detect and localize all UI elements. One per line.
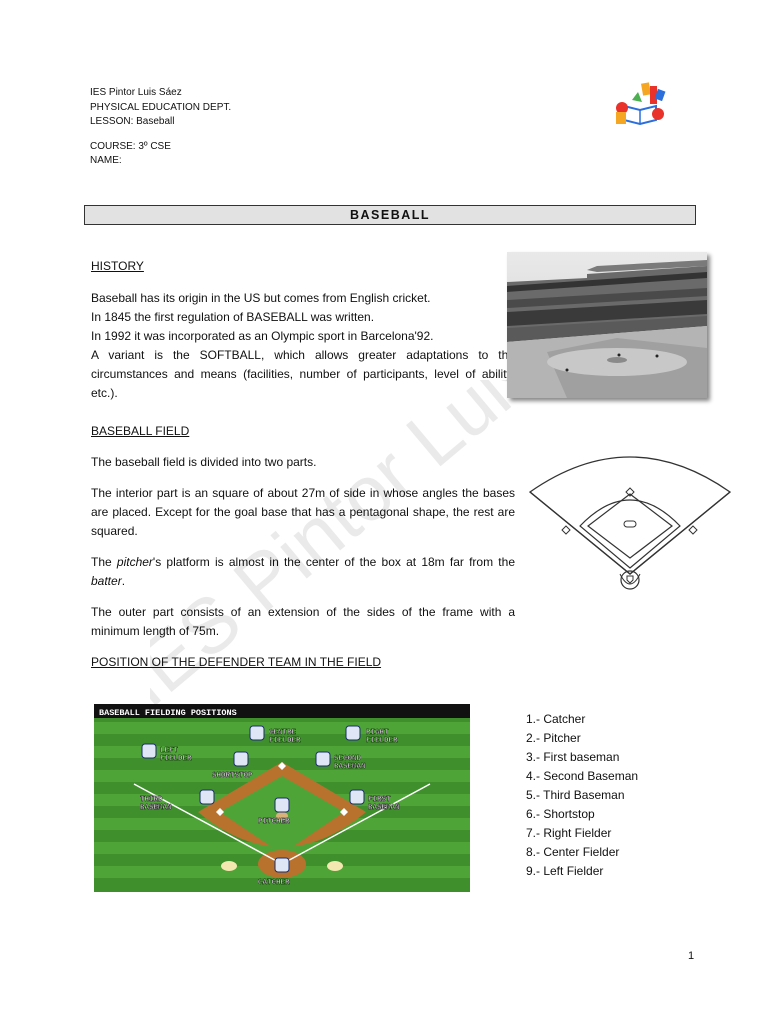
list-item: 5.- Third Baseman [526, 788, 625, 802]
history-text: Baseball has its origin in the US but co… [91, 289, 515, 403]
field-p3-c: . [121, 574, 126, 588]
field-heading: BASEBALL FIELD [91, 424, 190, 438]
label-catcher: CATCHER [258, 879, 290, 887]
shortstop-icon [233, 751, 249, 767]
lesson: LESSON: Baseball [90, 116, 175, 127]
history-line-3: In 1992 it was incorporated as an Olympi… [91, 329, 434, 343]
page-number: 1 [688, 950, 695, 962]
document-header: IES Pintor Luis Sáez PHYSICAL EDUCATION … [90, 86, 231, 169]
list-item: 3.- First baseman [526, 750, 620, 764]
third-baseman-icon [199, 789, 215, 805]
history-heading: HISTORY [91, 259, 144, 273]
list-item: 7.- Right Fielder [526, 826, 612, 840]
list-item: 8.- Center Fielder [526, 845, 620, 859]
list-item: 9.- Left Fielder [526, 864, 604, 878]
centre-fielder-icon [249, 725, 265, 741]
first-baseman-icon [349, 789, 365, 805]
right-fielder-icon [345, 725, 361, 741]
list-item: 4.- Second Baseman [526, 769, 639, 783]
positions-list: 1.- Catcher 2.- Pitcher 3.- First basema… [526, 710, 638, 881]
history-line-1: Baseball has its origin in the US but co… [91, 291, 431, 305]
catcher-icon [274, 857, 290, 873]
field-sketch [528, 456, 732, 590]
field-p3: The pitcher's platform is almost in the … [91, 553, 515, 591]
course: COURSE: 3º CSE [90, 140, 171, 152]
second-baseman-icon [315, 751, 331, 767]
pitcher-icon [274, 797, 290, 813]
positions-heading: POSITION OF THE DEFENDER TEAM IN THE FIE… [91, 655, 382, 669]
stadium-photo [507, 252, 707, 398]
history-paragraph: A variant is the SOFTBALL, which allows … [91, 348, 515, 400]
list-item: 1.- Catcher [526, 712, 586, 726]
school-name: IES Pintor Luis Sáez [90, 87, 182, 98]
left-fielder-icon [141, 743, 157, 759]
diagram-title: BASEBALL FIELDING POSITIONS [99, 708, 237, 718]
list-item: 6.- Shortstop [526, 807, 595, 821]
field-p4: The outer part consists of an extension … [91, 605, 515, 638]
field-p3-b: 's platform is almost in the center of t… [152, 555, 515, 569]
label-shortstop: SHORTSTOP [212, 772, 253, 780]
list-item: 2.- Pitcher [526, 731, 581, 745]
field-p3-a: The [91, 555, 117, 569]
batter-term: batter [91, 574, 122, 588]
school-logo [616, 82, 666, 126]
history-line-2: In 1845 the first regulation of BASEBALL… [91, 310, 375, 324]
field-p2: The interior part is an square of about … [91, 486, 515, 538]
pitcher-term: pitcher [116, 555, 153, 569]
name-field: NAME: [90, 155, 122, 166]
field-p1: The baseball field is divided into two p… [91, 455, 317, 469]
department: PHYSICAL EDUCATION DEPT. [90, 101, 232, 113]
label-pitcher: PITCHER [258, 818, 290, 826]
page-title: BASEBALL [84, 205, 696, 225]
